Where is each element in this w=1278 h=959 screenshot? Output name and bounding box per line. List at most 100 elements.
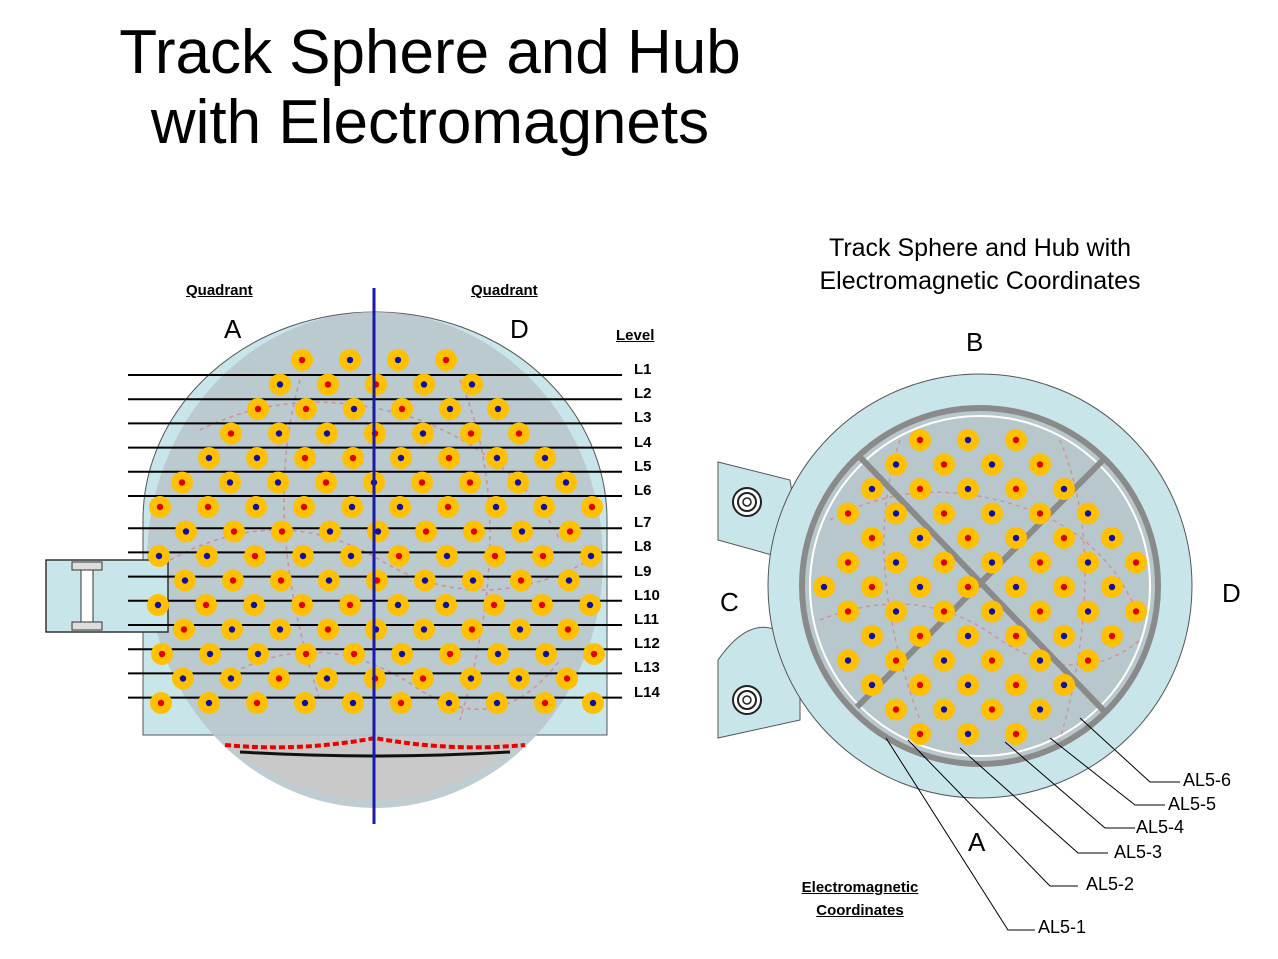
electromagnet-core bbox=[589, 699, 597, 707]
electromagnet-core bbox=[868, 681, 876, 689]
electromagnet-core bbox=[302, 650, 310, 658]
level-label: L2 bbox=[634, 385, 652, 403]
electromagnet-core bbox=[204, 503, 212, 511]
electromagnet-core bbox=[916, 485, 924, 493]
electromagnet-core bbox=[494, 405, 502, 413]
electromagnet-core bbox=[1084, 657, 1092, 664]
level-label: L1 bbox=[634, 361, 652, 378]
electromagnet-core bbox=[1012, 632, 1020, 640]
electromagnet-core bbox=[868, 534, 876, 542]
electromagnet-core bbox=[491, 552, 499, 560]
quadrant-label-left: Quadrant bbox=[186, 282, 253, 299]
electromagnet-core bbox=[326, 528, 334, 535]
electromagnet-core bbox=[1060, 632, 1068, 640]
electromagnet-core bbox=[446, 405, 454, 413]
electromagnet-core bbox=[179, 675, 187, 682]
electromagnet-core bbox=[324, 626, 332, 633]
level-label: L11 bbox=[634, 611, 660, 628]
electromagnet-core bbox=[254, 405, 262, 413]
electromagnet-core bbox=[1108, 632, 1116, 640]
electromagnet-core bbox=[916, 534, 924, 542]
level-label: L4 bbox=[634, 433, 652, 451]
electromagnet-core bbox=[157, 699, 165, 707]
electromagnet-core bbox=[916, 436, 924, 444]
electromagnet-core bbox=[181, 577, 189, 584]
electromagnet-core bbox=[422, 528, 430, 535]
electromagnet-core bbox=[1036, 510, 1044, 517]
electromagnet-core bbox=[324, 381, 332, 388]
electromagnet-core bbox=[206, 650, 214, 658]
electromagnet-core bbox=[158, 650, 166, 658]
electromagnet-core bbox=[466, 479, 474, 486]
electromagnet-core bbox=[349, 699, 357, 707]
electromagnet-core bbox=[350, 650, 358, 658]
electromagnet-core bbox=[1036, 461, 1044, 468]
electromagnet-core bbox=[278, 528, 286, 535]
electromagnet-core bbox=[156, 503, 164, 511]
electromagnet-core bbox=[182, 528, 190, 535]
electromagnet-core bbox=[275, 430, 283, 437]
electromagnet-core bbox=[418, 479, 426, 486]
electromagnet-core bbox=[349, 454, 357, 462]
electromagnet-core bbox=[227, 430, 235, 437]
electromagnet-core bbox=[1012, 534, 1020, 542]
electromagnet-core bbox=[515, 675, 523, 682]
electromagnet-core bbox=[586, 601, 594, 609]
electromagnet-core bbox=[820, 583, 828, 591]
electromagnet-core bbox=[940, 608, 948, 615]
coordinate-label: AL5-3 bbox=[1114, 842, 1163, 862]
right-magnets bbox=[813, 429, 1147, 745]
electromagnet-core bbox=[964, 436, 972, 444]
coordinate-label: AL5-6 bbox=[1183, 770, 1232, 790]
electromagnet-core bbox=[494, 650, 502, 658]
electromagnet-core bbox=[1060, 681, 1068, 689]
quadrant-letter-c: C bbox=[720, 587, 739, 617]
electromagnet-core bbox=[469, 577, 477, 584]
electromagnet-core bbox=[298, 601, 306, 609]
electromagnet-core bbox=[274, 479, 282, 486]
electromagnet-core bbox=[398, 650, 406, 658]
coordinate-label: AL5-2 bbox=[1086, 874, 1135, 894]
electromagnet-core bbox=[277, 577, 285, 584]
electromagnet-core bbox=[397, 699, 405, 707]
electromagnet-core bbox=[988, 706, 996, 713]
electromagnet-core bbox=[518, 528, 526, 535]
electromagnet-core bbox=[276, 626, 284, 633]
electromagnet-core bbox=[1012, 583, 1020, 591]
electromagnet-core bbox=[275, 675, 283, 682]
level-label: L3 bbox=[634, 409, 652, 427]
electromagnet-core bbox=[892, 657, 900, 664]
electromagnet-core bbox=[443, 552, 451, 560]
electromagnet-core bbox=[964, 534, 972, 542]
electromagnet-core bbox=[178, 479, 186, 486]
level-label: L13 bbox=[634, 659, 660, 677]
right-title-line-1: Track Sphere and Hub with bbox=[828, 234, 1131, 262]
electromagnet-core bbox=[493, 454, 501, 462]
electromagnet-core bbox=[1132, 559, 1140, 566]
electromagnet-core bbox=[892, 608, 900, 615]
right-hub-diagram bbox=[717, 373, 1193, 931]
electromagnet-core bbox=[964, 485, 972, 493]
electromagnet-core bbox=[420, 626, 428, 633]
electromagnet-core bbox=[374, 528, 382, 535]
coordinate-label: AL5-5 bbox=[1168, 794, 1217, 814]
right-title-line-2: Electromagnetic Coordinates bbox=[819, 267, 1141, 295]
electromagnet-core bbox=[1060, 583, 1068, 591]
electromagnet-core bbox=[541, 699, 549, 707]
electromagnet-core bbox=[565, 577, 573, 584]
electromagnet-core bbox=[230, 528, 238, 535]
level-label: L8 bbox=[634, 538, 652, 556]
electromagnet-core bbox=[516, 626, 524, 633]
electromagnet-core bbox=[988, 559, 996, 566]
electromagnet-core bbox=[420, 381, 428, 388]
electromagnet-core bbox=[350, 405, 358, 413]
electromagnet-core bbox=[844, 657, 852, 664]
electromagnet-core bbox=[566, 528, 574, 535]
electromagnet-core bbox=[470, 528, 478, 535]
left-hub-diagram bbox=[45, 288, 622, 824]
quadrant-letter-a-right: A bbox=[968, 827, 986, 857]
electromagnet-core bbox=[226, 479, 234, 486]
electromagnet-core bbox=[538, 601, 546, 609]
electromagnet-core bbox=[964, 730, 972, 738]
electromagnet-core bbox=[542, 650, 550, 658]
